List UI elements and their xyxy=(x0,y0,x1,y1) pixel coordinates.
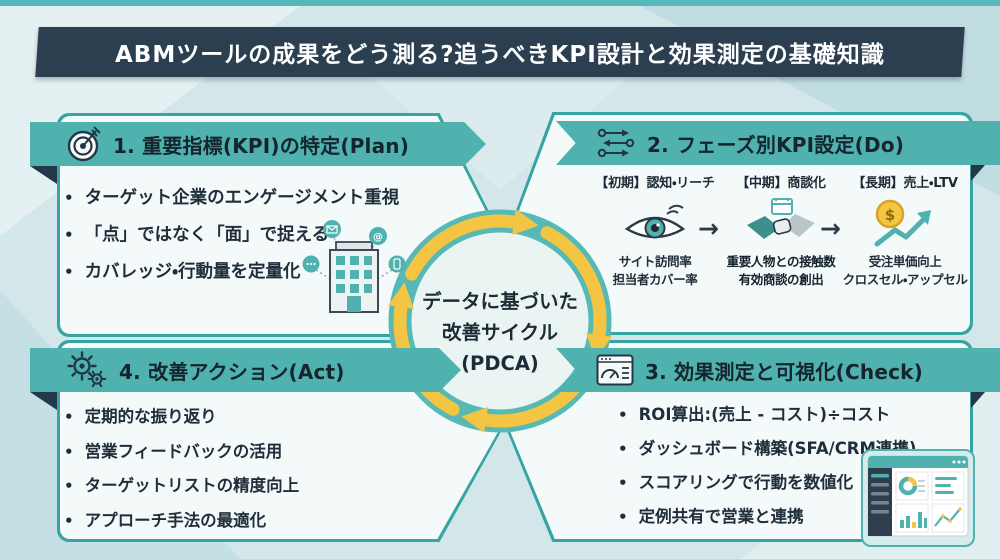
phase-label: 【中期】商談化 xyxy=(736,176,826,191)
ribbon-do: 2. フェーズ別KPI設定(Do) xyxy=(556,121,1000,165)
gears-icon xyxy=(67,351,107,388)
check-header: 3. 効果測定と可視化(Check) xyxy=(645,359,923,384)
center-line-3: (PDCA) xyxy=(461,352,539,375)
list-item: アプローチ手法の最適化 xyxy=(64,504,299,539)
process-flow-icon xyxy=(597,128,635,158)
phase-metric: 重要人物との接触数 xyxy=(726,254,836,269)
plan-header: 1. 重要指標(KPI)の特定(Plan) xyxy=(113,133,410,158)
phase-mid: 【中期】商談化 重要人物との接触数 有効商談の創出 xyxy=(722,172,840,289)
list-item: カバレッジ・行動量を定量化 xyxy=(64,254,399,291)
eye-icon xyxy=(585,197,725,249)
list-item: ターゲット企業のエンゲージメント重視 xyxy=(64,180,400,217)
phase-metric: 有効商談の創出 xyxy=(738,272,824,288)
list-item: ROI算出:(売上 - コスト)÷コスト xyxy=(618,398,916,432)
act-header: 4. 改善アクション(Act) xyxy=(119,359,345,384)
svg-text:$: $ xyxy=(885,206,895,224)
list-item: 定期的な振り返り xyxy=(64,400,299,435)
phase-label: 【初期】認知・リーチ xyxy=(595,176,715,191)
ribbon-act: 4. 改善アクション(Act) xyxy=(30,348,461,392)
list-item: スコアリングで行動を数値化 xyxy=(618,466,916,500)
phase-metric: クロスセル・アップセル xyxy=(842,272,968,288)
phase-label: 【長期】売上・LTV xyxy=(852,176,958,191)
phase-long: 【長期】売上・LTV $ 受注単価向上 クロスセル・アップセル xyxy=(838,172,972,289)
phase-early: 【初期】認知・リーチ サイト訪問率 担当者カバー率 xyxy=(585,172,725,289)
title-banner: ABMツールの成果をどう測る?追うべきKPI設計と効果測定の基礎知識 xyxy=(35,27,965,77)
list-item: 定例共有で営業と連携 xyxy=(618,500,916,534)
ribbon-plan: 1. 重要指標(KPI)の特定(Plan) xyxy=(30,122,486,166)
list-item: 「点」ではなく「面」で捉える xyxy=(64,217,399,254)
arrow-right: → xyxy=(698,214,719,243)
check-bullet-list: ROI算出:(売上 - コスト)÷コスト ダッシュボード構築(SFA/CRM連携… xyxy=(618,398,917,534)
list-item: 営業フィードバックの活用 xyxy=(64,435,299,470)
pdca-center-label: データに基づいた 改善サイクル (PDCA) xyxy=(393,286,607,379)
building-network-illustration: @ xyxy=(302,220,406,313)
center-line-2: 改善サイクル xyxy=(441,321,559,344)
dashboard-illustration xyxy=(861,449,975,547)
arrow-right: → xyxy=(820,214,841,243)
pdca-arrow-heads xyxy=(388,209,612,433)
plan-bullet-list: ターゲット企業のエンゲージメント重視 「点」ではなく「面」で捉える カバレッジ・… xyxy=(64,180,400,291)
revenue-growth-icon: $ xyxy=(838,197,972,249)
list-item: ターゲットリストの精度向上 xyxy=(64,469,300,504)
phase-metric: サイト訪問率 xyxy=(618,254,692,269)
do-header: 2. フェーズ別KPI設定(Do) xyxy=(647,132,905,157)
center-line-1: データに基づいた xyxy=(421,290,578,313)
phase-metric: 受注単価向上 xyxy=(868,254,942,269)
page-title: ABMツールの成果をどう測る?追うべきKPI設計と効果測定の基礎知識 xyxy=(115,42,885,68)
top-accent-bar xyxy=(0,0,1000,6)
handshake-icon xyxy=(722,197,840,249)
ribbon-check: 3. 効果測定と可視化(Check) xyxy=(556,348,1000,392)
target-icon xyxy=(67,126,101,162)
act-bullet-list: 定期的な振り返り 営業フィードバックの活用 ターゲットリストの精度向上 アプロー… xyxy=(64,400,300,539)
list-item: ダッシュボード構築(SFA/CRM連携) xyxy=(618,432,917,466)
svg-text:@: @ xyxy=(373,232,383,243)
phase-metric: 担当者カバー率 xyxy=(612,272,698,288)
dashboard-gauge-icon xyxy=(596,354,634,386)
